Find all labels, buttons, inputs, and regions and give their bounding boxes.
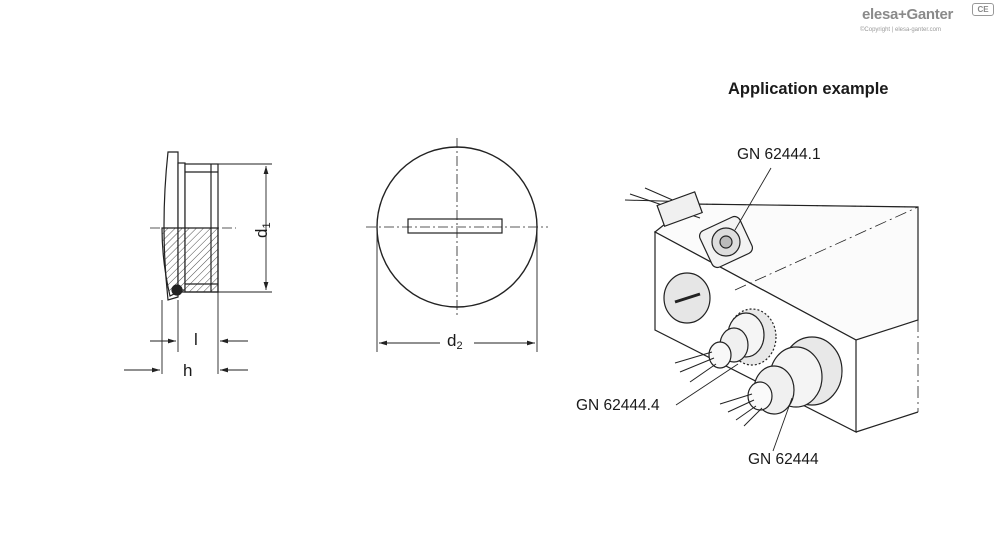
o-ring	[171, 284, 183, 296]
application-illustration	[624, 187, 919, 433]
dimension-d2: d2	[447, 331, 463, 352]
dimension-d2-sub: 2	[456, 340, 463, 352]
dimension-d2-base: d	[447, 331, 457, 350]
dimension-d1-sub: 1	[261, 222, 273, 229]
callout-gn-62444: GN 62444	[748, 451, 819, 468]
callout-gn-62444-4: GN 62444.4	[576, 397, 660, 414]
application-title: Application example	[728, 80, 889, 98]
section-hatch	[161, 227, 219, 297]
brand-logo: elesa+Ganter	[862, 6, 954, 23]
callout-gn-62444-1: GN 62444.1	[737, 146, 821, 163]
screwdriver-slot	[407, 218, 503, 234]
side-view	[150, 151, 236, 301]
front-view	[366, 138, 548, 352]
dimension-d1-base: d	[252, 228, 271, 238]
dimension-d1: d1	[252, 222, 273, 238]
dimension-l: l	[194, 330, 198, 349]
side-view-dimensions	[124, 163, 272, 374]
dimension-h: h	[183, 361, 193, 380]
callout-leaders	[675, 167, 793, 452]
ce-mark: CE	[972, 3, 994, 16]
copyright-text: ©Copyright | elesa-ganter.com	[860, 27, 942, 33]
